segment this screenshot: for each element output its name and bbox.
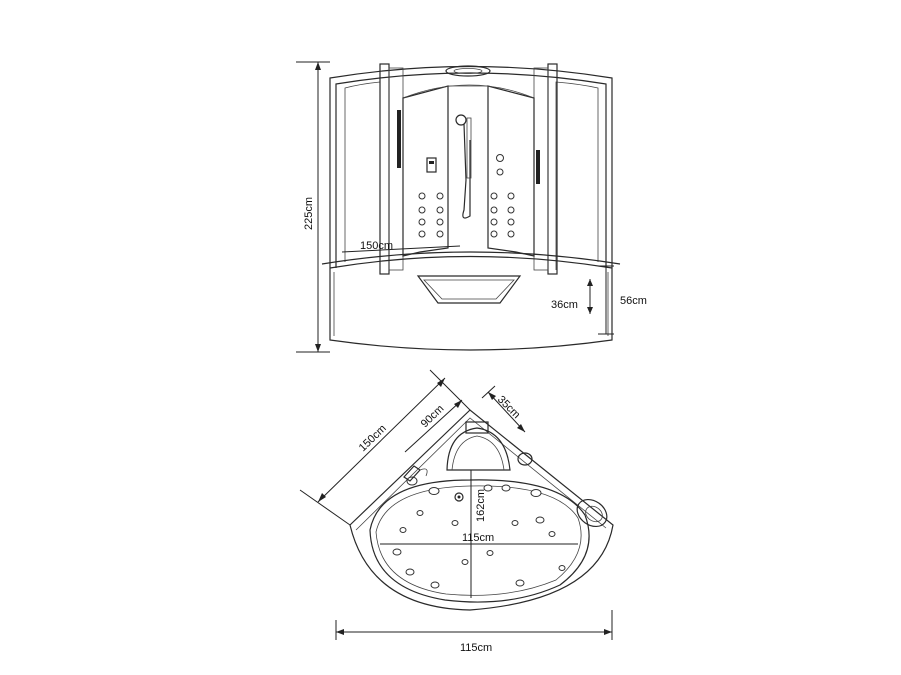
front-elevation [321,63,621,351]
tub-height-label: 36cm [551,299,578,311]
diagonal-label: 150cm [357,423,389,455]
plan-dimensions [299,369,613,640]
column-width-label: 35cm [495,394,523,422]
plan-view [349,409,614,611]
front-dimensions [296,61,614,353]
depth-inner-label: 162cm [475,489,487,522]
width-inner-label: 115cm [462,532,494,544]
width-overall-label: 115cm [460,642,492,654]
height-total-label: 225cm [303,197,315,230]
left-jets [418,192,444,238]
base-height-label: 56cm [620,295,647,307]
right-jets [490,154,515,238]
column-depth-label: 90cm [419,403,447,430]
width-front-label: 150cm [360,240,393,252]
